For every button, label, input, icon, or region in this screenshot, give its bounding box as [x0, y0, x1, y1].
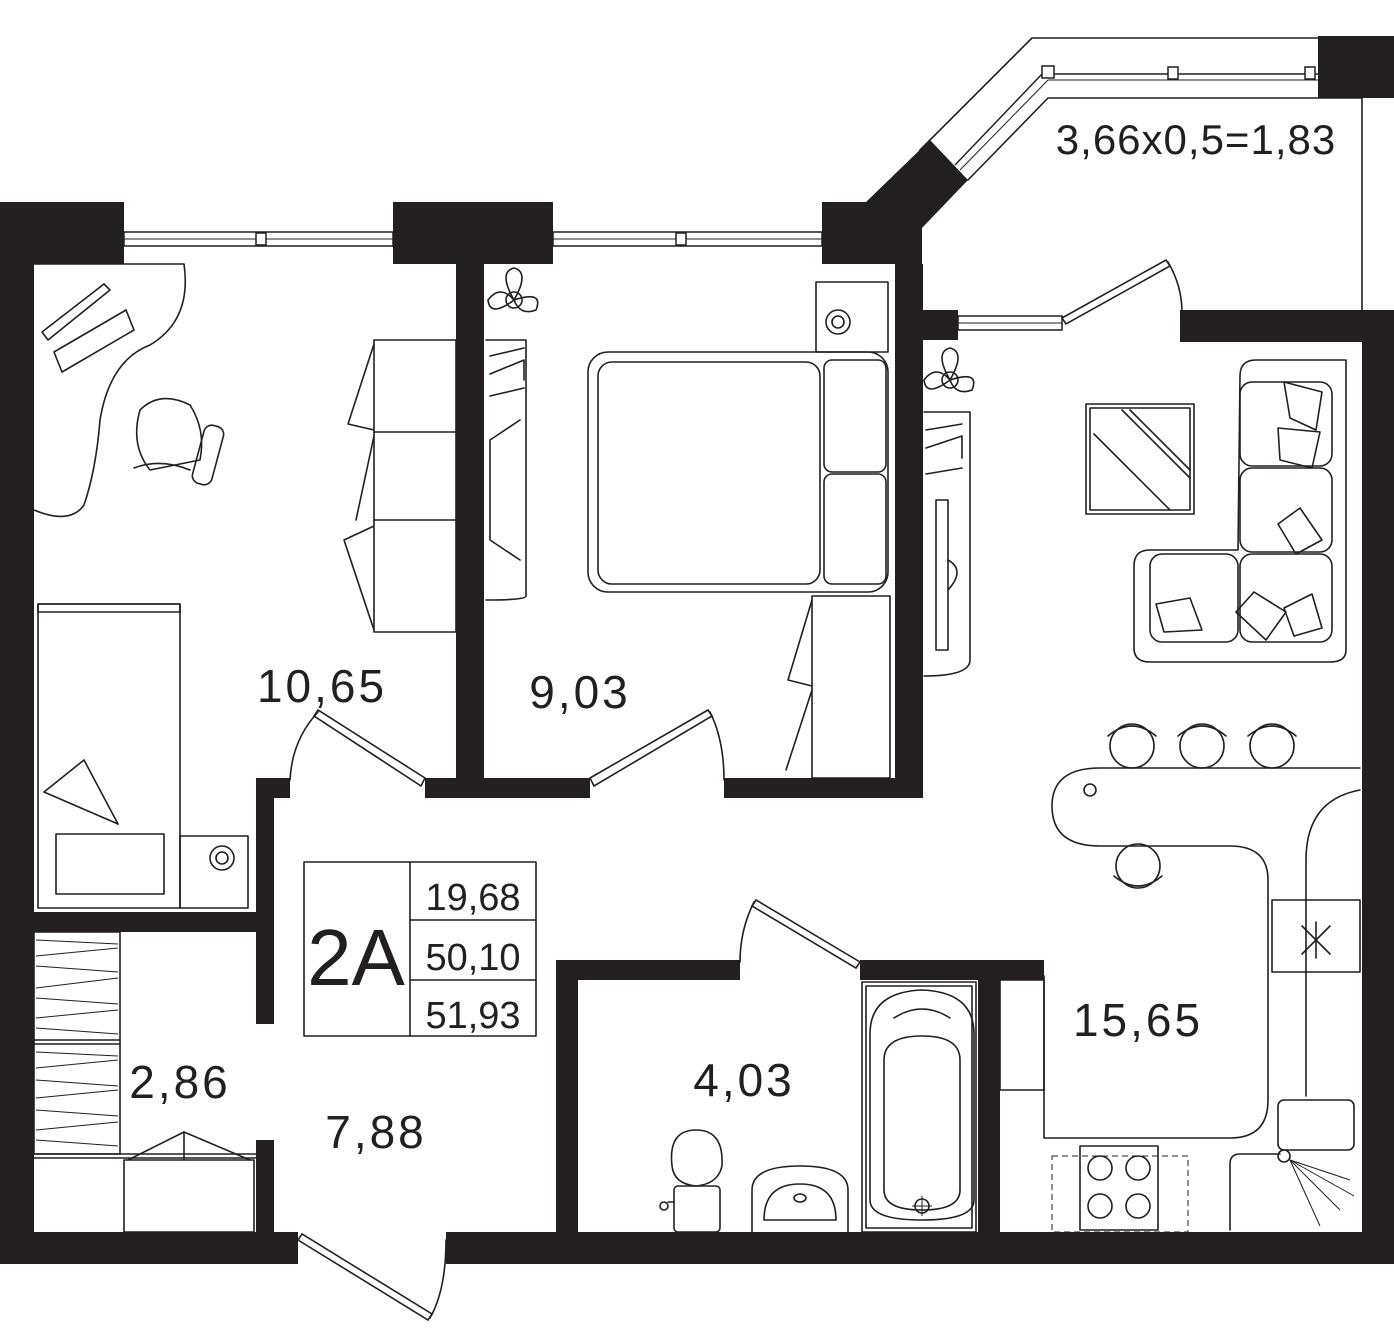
doors: [289, 258, 1183, 1322]
room-area-bedroom-2: 9,03: [529, 666, 631, 718]
bedroom-1-furniture: [33, 263, 457, 909]
plant-icon: [923, 347, 975, 393]
room-area-bathroom: 4,03: [693, 1054, 795, 1106]
room-area-hallway: 7,88: [325, 1106, 427, 1158]
living-furniture: [923, 347, 1361, 1233]
walls: [0, 36, 1394, 1264]
bedroom-2-furniture: [485, 267, 891, 779]
apartment-info-box: 2А 19,68 50,10 51,93: [303, 861, 537, 1037]
snowflake-icon: [1301, 921, 1331, 959]
wardrobe-furniture: [33, 931, 257, 1233]
room-area-bedroom-1: 10,65: [257, 660, 387, 712]
room-labels: 10,65 9,03 15,65 4,03 7,88 2,86 3,66х0,5…: [129, 116, 1336, 1158]
room-area-living-kitchen: 15,65: [1073, 994, 1203, 1046]
total-area-with-balcony: 51,93: [425, 995, 520, 1037]
balcony: [919, 37, 1363, 311]
windows: [123, 65, 1318, 331]
plant-icon: [487, 267, 539, 313]
bathroom-furniture: [659, 981, 977, 1233]
balcony-area-formula: 3,66х0,5=1,83: [1056, 116, 1336, 163]
living-area: 19,68: [425, 877, 520, 919]
apartment-type: 2А: [307, 913, 405, 1002]
room-area-wardrobe: 2,86: [129, 1056, 231, 1108]
total-area: 50,10: [425, 937, 520, 979]
